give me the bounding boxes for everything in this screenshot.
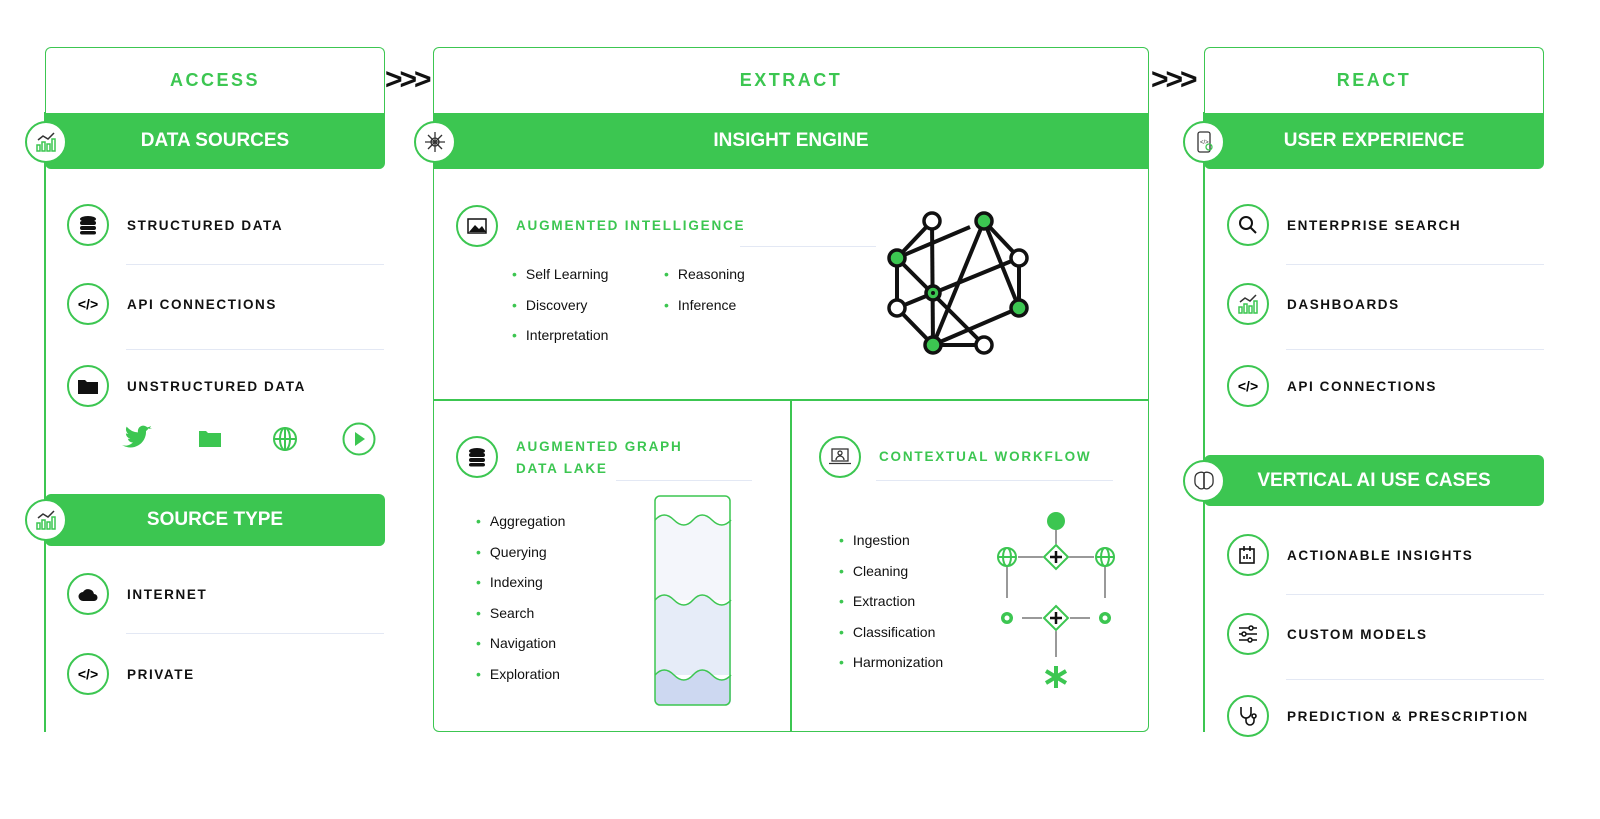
code-icon: </> — [67, 653, 109, 695]
bullet: Aggregation — [476, 513, 566, 544]
database-icon — [67, 204, 109, 246]
item-label: API CONNECTIONS — [127, 296, 278, 312]
separator — [740, 246, 876, 247]
flow-arrows: >>> — [1151, 63, 1198, 96]
cloud-icon — [67, 573, 109, 615]
user-experience-band: USER EXPERIENCE — [1204, 113, 1544, 169]
vertical-ai-band: VERTICAL AI USE CASES — [1204, 455, 1544, 506]
separator — [876, 480, 1113, 481]
divider — [433, 399, 1149, 401]
item-actionable-insights: ACTIONABLE INSIGHTS — [1227, 534, 1473, 576]
separator — [1286, 594, 1544, 595]
bullet: Extraction — [839, 593, 943, 624]
laptop-user-icon — [819, 436, 861, 478]
calendar-chart-icon — [1227, 534, 1269, 576]
folder-green-icon — [199, 431, 221, 447]
bullet: Ingestion — [839, 532, 943, 563]
graph-data-lake-title: AUGMENTED GRAPH DATA LAKE — [516, 436, 683, 480]
code-icon: </> — [67, 283, 109, 325]
item-label: API CONNECTIONS — [1287, 378, 1438, 394]
network-brain-icon — [414, 121, 456, 163]
network-graph-icon — [887, 211, 1029, 355]
item-unstructured-data: UNSTRUCTURED DATA — [67, 365, 306, 407]
item-label: UNSTRUCTURED DATA — [127, 378, 306, 394]
bullet: Querying — [476, 544, 565, 575]
item-enterprise-search: ENTERPRISE SEARCH — [1227, 204, 1461, 246]
item-label: STRUCTURED DATA — [127, 217, 284, 233]
insight-engine-band: INSIGHT ENGINE — [433, 113, 1149, 169]
bullet: Discovery — [512, 297, 608, 328]
source-type-band: SOURCE TYPE — [45, 494, 385, 546]
twitter-icon — [122, 425, 152, 448]
ai-bullets-left: Self LearningDiscoveryInterpretation — [512, 266, 609, 358]
item-prediction-prescription: PREDICTION & PRESCRIPTION — [1227, 695, 1529, 737]
stethoscope-icon — [1227, 695, 1269, 737]
image-icon — [456, 205, 498, 247]
separator — [126, 264, 384, 265]
augmented-intelligence-title: AUGMENTED INTELLIGENCE — [516, 218, 746, 233]
item-label: PREDICTION & PRESCRIPTION — [1287, 708, 1529, 724]
bullet: Harmonization — [839, 654, 943, 685]
database-icon — [456, 436, 498, 478]
divider — [790, 400, 792, 732]
item-internet: INTERNET — [67, 573, 207, 615]
item-label: CUSTOM MODELS — [1287, 626, 1428, 642]
workflow-diagram — [997, 512, 1115, 688]
bullet: Interpretation — [512, 327, 609, 358]
data-lake-illustration — [654, 495, 732, 706]
separator — [126, 633, 384, 634]
item-label: INTERNET — [127, 586, 208, 602]
svg-text:</>: </> — [1200, 140, 1209, 146]
mobile-code-icon: </> — [1183, 121, 1225, 163]
separator — [616, 480, 752, 481]
bullet: Indexing — [476, 574, 565, 605]
separator — [1286, 264, 1544, 265]
item-label: ACTIONABLE INSIGHTS — [1287, 547, 1474, 563]
bullet: Cleaning — [839, 563, 943, 594]
separator — [1286, 349, 1544, 350]
extract-header: EXTRACT — [433, 47, 1149, 113]
item-private: </> PRIVATE — [67, 653, 195, 695]
react-line — [1203, 112, 1205, 732]
chart-growth-icon — [25, 499, 67, 541]
react-header: REACT — [1204, 47, 1544, 113]
bullet: Search — [476, 605, 565, 636]
title-line: AUGMENTED GRAPH — [516, 439, 683, 454]
code-icon: </> — [1227, 365, 1269, 407]
bullet: Navigation — [476, 635, 565, 666]
folder-icon — [67, 365, 109, 407]
separator — [126, 349, 384, 350]
search-icon — [1227, 204, 1269, 246]
bullet: Inference — [664, 297, 745, 328]
item-custom-models: CUSTOM MODELS — [1227, 613, 1428, 655]
separator — [1286, 679, 1544, 680]
item-label: ENTERPRISE SEARCH — [1287, 217, 1462, 233]
access-line — [44, 112, 46, 732]
item-structured-data: STRUCTURED DATA — [67, 204, 283, 246]
item-api-connections: </> API CONNECTIONS — [1227, 365, 1437, 407]
bullet: Classification — [839, 624, 943, 655]
data-sources-band: DATA SOURCES — [45, 113, 385, 169]
access-header: ACCESS — [45, 47, 385, 113]
contextual-workflow-title: CONTEXTUAL WORKFLOW — [879, 449, 1092, 464]
data-lake-bullets: AggregationQueryingIndexingSearchNavigat… — [476, 513, 566, 697]
item-api-connections: </> API CONNECTIONS — [67, 283, 277, 325]
bullet: Self Learning — [512, 266, 609, 297]
sliders-icon — [1227, 613, 1269, 655]
item-dashboards: DASHBOARDS — [1227, 283, 1400, 325]
play-icon — [342, 422, 376, 456]
flow-arrows: >>> — [385, 63, 432, 96]
chart-growth-icon — [1227, 283, 1269, 325]
item-label: PRIVATE — [127, 666, 195, 682]
globe-icon — [273, 427, 297, 451]
ai-bullets-right: ReasoningInference — [664, 266, 745, 327]
chart-growth-icon — [25, 121, 67, 163]
title-line: DATA LAKE — [516, 461, 608, 476]
item-label: DASHBOARDS — [1287, 296, 1400, 312]
bullet: Exploration — [476, 666, 565, 697]
brain-icon — [1183, 460, 1225, 502]
workflow-bullets: IngestionCleaningExtractionClassificatio… — [839, 532, 943, 685]
bullet: Reasoning — [664, 266, 745, 297]
